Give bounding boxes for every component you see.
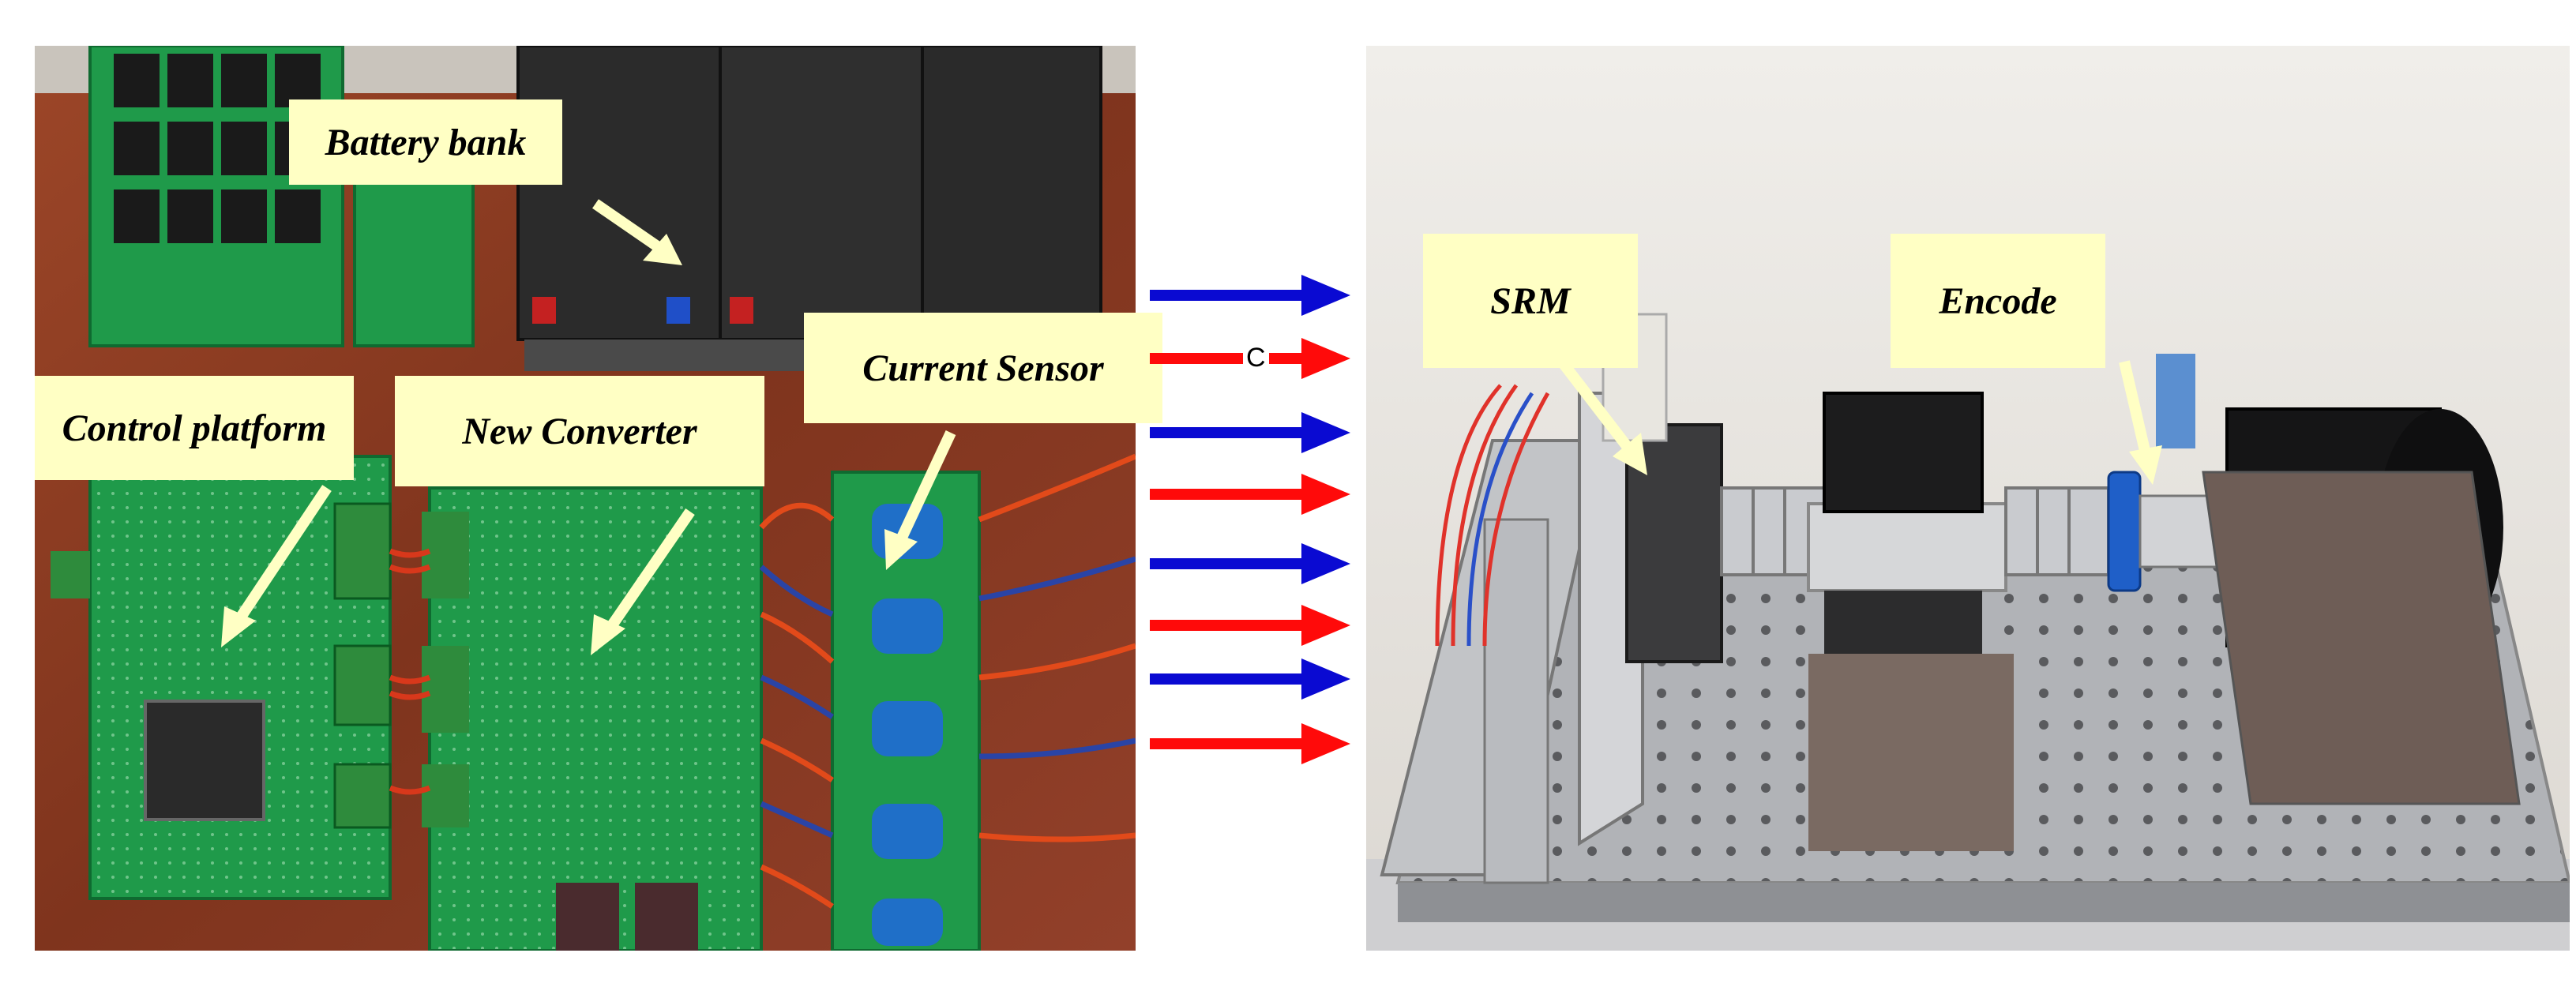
arrow-5-head	[1301, 543, 1350, 584]
arrow-8-head	[1301, 723, 1350, 764]
coupling-right	[2004, 486, 2110, 576]
callout-battery-bank: Battery bank	[289, 99, 562, 185]
arrow-3-head	[1301, 412, 1350, 453]
arrow-2-head	[1301, 338, 1350, 379]
arrow-7-head	[1301, 658, 1350, 700]
callout-current-sensor: Current Sensor	[804, 313, 1162, 423]
callout-pointers-right	[1551, 350, 2162, 485]
test-bench-illustration	[1366, 46, 2570, 951]
wiring	[389, 453, 1136, 909]
arrow-1-head	[1301, 275, 1350, 316]
callout-new-converter: New Converter	[395, 376, 764, 486]
motor-wires	[1435, 384, 1550, 647]
torque-sensor	[1807, 392, 2014, 851]
load-motor	[2202, 407, 2521, 805]
arrow-4-head	[1301, 474, 1350, 515]
converter-board	[422, 486, 763, 951]
callout-control-platform: Control platform	[35, 376, 354, 480]
callout-srm: SRM	[1423, 234, 1638, 368]
arrow-6-head	[1301, 605, 1350, 646]
callout-pointers-left	[221, 199, 956, 655]
converter-hardware-photo	[35, 46, 1136, 951]
srm-test-bench-photo	[1366, 46, 2570, 951]
callout-encode: Encode	[1891, 234, 2105, 368]
control-board	[51, 455, 392, 900]
encoder	[2107, 354, 2229, 592]
arrow-c-mark: C	[1243, 343, 1269, 373]
converter-hardware-illustration	[35, 46, 1136, 951]
